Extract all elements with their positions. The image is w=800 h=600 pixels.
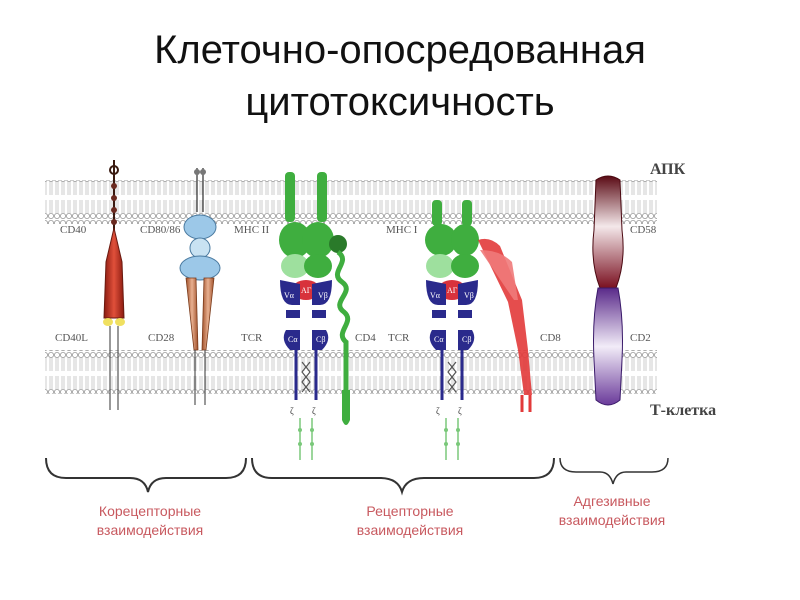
- mhc2-tcr-cd4-complex: АГ Vα Vβ Cα Cβ ζ ζ: [279, 172, 351, 460]
- receptor-line-2: взаимодействия: [357, 522, 463, 538]
- cd58-cd2-pair: [592, 175, 624, 406]
- cd80-86-label: CD80/86: [140, 224, 181, 236]
- tcr1-vb-label: Vβ: [318, 291, 328, 300]
- coreceptor-line-1: Корецепторные: [99, 503, 201, 519]
- tcr1-cb-label: Cβ: [316, 335, 325, 344]
- tcr1-label: TCR: [241, 332, 263, 344]
- cd8-label: CD8: [540, 332, 561, 344]
- receptor-line-1: Рецепторные: [366, 503, 453, 519]
- cd58-label: CD58: [630, 224, 657, 236]
- cd40-label: CD40: [60, 224, 87, 236]
- cd4-label: CD4: [355, 332, 376, 344]
- t-cell-label: Т-клетка: [650, 402, 716, 419]
- tcr2-cb-label: Cβ: [462, 335, 471, 344]
- tcr1-ca-label: Cα: [288, 335, 298, 344]
- adhesive-line-1: Адгезивные: [573, 493, 650, 509]
- title-line-1: Клеточно-опосредованная: [154, 28, 646, 72]
- t-cell-membrane: [45, 350, 657, 394]
- slide-title: Клеточно-опосредованная цитотоксичность: [0, 24, 800, 128]
- zeta-1b: ζ: [312, 406, 316, 416]
- cd40l-label: CD40L: [55, 332, 88, 344]
- cd28-label: CD28: [148, 332, 175, 344]
- receptor-brace: [251, 457, 555, 496]
- tcr2-label: TCR: [388, 332, 410, 344]
- cd80-cd28-pair: [179, 168, 221, 405]
- zeta-2b: ζ: [458, 406, 462, 416]
- mhc1-tcr-cd8-complex: АГ Vα Vβ Cα Cβ ζ ζ: [425, 200, 532, 460]
- mhc2-label: MHC II: [234, 224, 269, 236]
- coreceptor-brace: [45, 457, 247, 493]
- cd40-cd40l-pair: [103, 160, 125, 410]
- zeta-1a: ζ: [290, 406, 294, 416]
- adhesive-brace: [559, 457, 669, 485]
- tcr2-ca-label: Cα: [434, 335, 444, 344]
- apc-label: АПК: [650, 161, 686, 178]
- tcr1-va-label: Vα: [284, 291, 295, 300]
- apc-membrane: [45, 180, 657, 224]
- antigen-label-2: АГ: [447, 286, 458, 295]
- tcr2-va-label: Vα: [430, 291, 441, 300]
- mhc1-label: MHC I: [386, 224, 418, 236]
- tcr2-vb-label: Vβ: [464, 291, 474, 300]
- title-line-2: цитотоксичность: [245, 80, 555, 124]
- coreceptor-line-2: взаимодействия: [97, 522, 203, 538]
- zeta-2a: ζ: [436, 406, 440, 416]
- cd2-label: CD2: [630, 332, 651, 344]
- adhesive-line-2: взаимодействия: [559, 512, 665, 528]
- antigen-label-1: АГ: [301, 286, 312, 295]
